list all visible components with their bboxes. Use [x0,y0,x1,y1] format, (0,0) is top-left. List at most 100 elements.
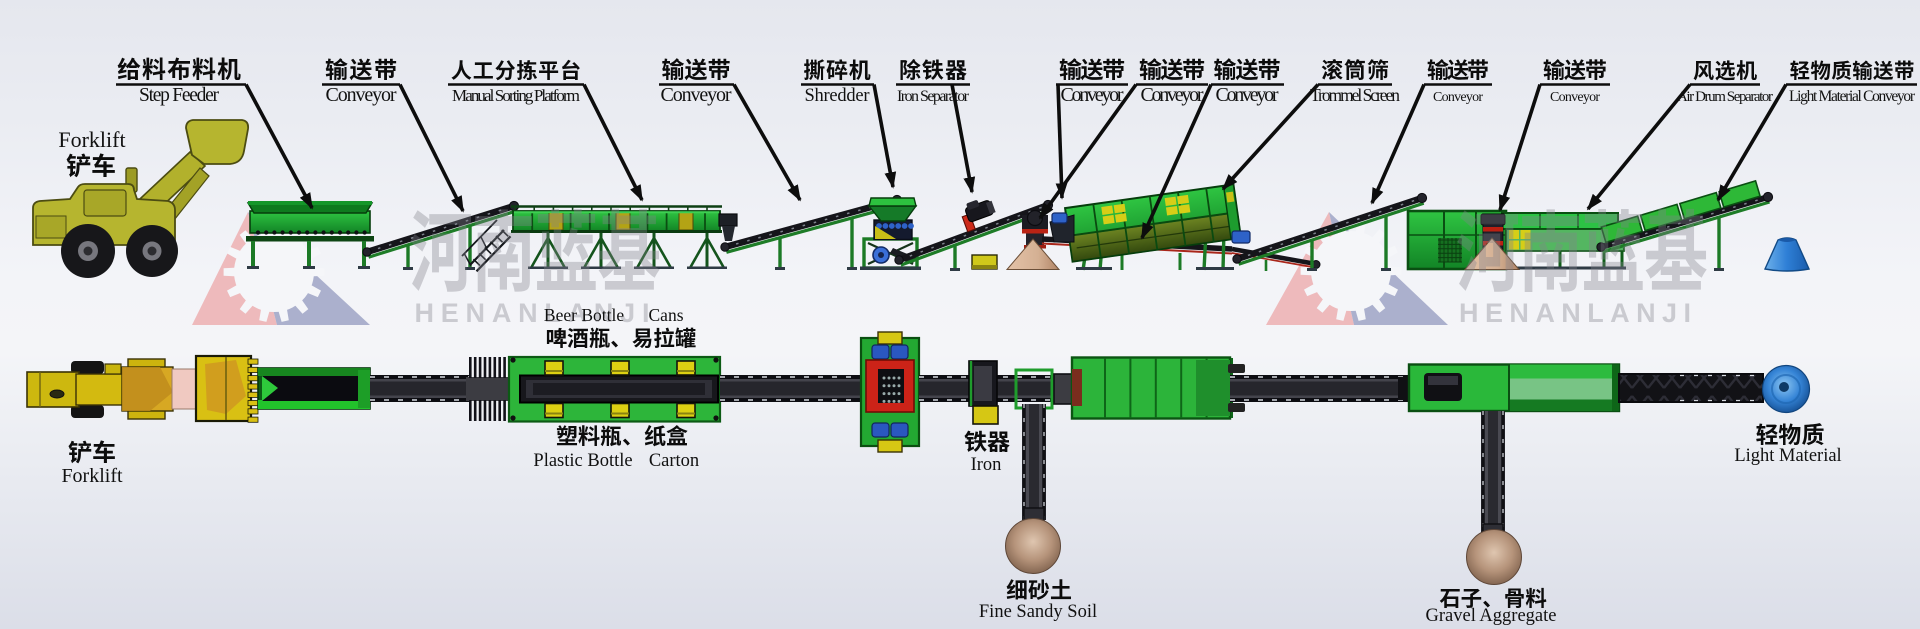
shredder-plan-part [871,344,890,360]
incline-conveyor-plan-part [478,400,482,421]
platform-ladder-part [463,253,472,267]
label-conveyor-4: 输送带 Conveyor [1136,51,1208,106]
conveyor-2-side-part [724,196,898,251]
fine-sand-cn: 细砂土 [1006,573,1072,605]
shredder-plan-part [892,376,896,380]
sorting-cabin-plan-part [610,402,630,419]
label-conveyor-6-en: Conveyor [1433,90,1483,105]
sorting-cabin-plan-part [533,383,705,395]
iron-separator-plan-part [972,405,999,425]
step-feeder-part-part [272,230,277,235]
manual-sorting-platform-side-part [705,237,726,269]
label-conveyor-3-cn: 输送带 [1059,51,1125,85]
air-separator-window-part [1520,240,1531,250]
label-iron-separator-en: Iron Separator [897,88,970,105]
step-feeder-part [255,230,367,235]
conveyor-2-side-part [720,242,730,252]
iron-separator-side-part [966,200,980,210]
feed-conveyor-plan-part [262,376,278,401]
sand-pile-side [1005,238,1061,270]
trommel-feed-part [1051,212,1068,224]
feed-conveyor-plan-part [262,376,362,401]
label-light-material-conveyor: 轻物质输送带 Light Material Conveyor [1786,54,1917,105]
forklift-side-part [83,246,93,256]
step-feeder-part [249,210,371,234]
incline-conveyor-plan-part [498,400,501,421]
step-feeder-part-part [354,230,359,235]
manual-sorting-platform-side-part [599,237,620,269]
sorting-cabin-plan-part [713,415,719,421]
step-feeder-part-part [264,230,269,235]
label-conveyor-1: 输送带 Conveyor [322,51,400,106]
label-shredder-cn: 撕碎机 [804,53,871,85]
label-manual-sorting-platform-cn: 人工分拣平台 [451,55,581,85]
trommel-screen-side-part-part-part [1101,205,1114,215]
shredder-side [860,197,921,270]
conveyor-3-side-part [894,255,904,265]
watermark-gear-icon-part [234,232,314,312]
manual-sorting-platform-side-part [634,266,674,269]
conveyor-2-side [720,194,903,270]
label-conveyor-5: 输送带 Conveyor [1211,51,1284,106]
manual-sorting-platform-side-part [718,213,738,227]
incline-conveyor-plan-part [488,357,492,378]
label-conveyor-2-en: Conveyor [661,84,732,106]
step-feeder-part-part [313,230,318,235]
air-drum-unit-part [1483,227,1503,232]
gravel-branch-part [1488,411,1498,536]
shredder-plan-part [887,399,891,403]
trommel-screen-side-part-part-part [1164,196,1177,207]
watermark-gear-icon [1300,221,1402,321]
trommel-screen-side-part-part [1164,194,1191,216]
air-separator-plan-part [1612,364,1619,411]
shredder-side-part-part [888,223,895,229]
sorting-cabin-plan-part [510,357,516,363]
feed-conveyor-plan [257,367,371,410]
trommel-screen-side-part-part [1148,196,1159,250]
sorting-cabin-plan-part [676,360,696,376]
sorting-cabin-plan-part [713,357,719,363]
air-separator-window [1509,230,1531,250]
forklift-plan-part [49,389,65,399]
cans-en: Cans [649,305,684,325]
manual-sorting-platform-side-part [582,237,603,269]
label-manual-sorting-platform: 人工分拣平台 Manual Sorting Platform [448,55,584,105]
label-gravel: 石子、骨料 Gravel Aggregate [1426,582,1557,626]
shredder-side-part-part [876,223,882,229]
label-iron-separator-cn: 除铁器 [899,53,967,85]
leader-conveyor-7 [1498,83,1542,212]
shredder-plan-part [882,392,886,396]
light-cone-part [1778,238,1796,242]
label-air-drum-separator: 风选机 Air Drum Separator [1677,55,1773,105]
label-beer-cans: Beer Bottle Cans 啤酒瓶、易拉罐 [544,305,696,353]
fine-sand-branch [1022,404,1046,523]
conveyor-3-side-part [950,268,960,271]
trommel-screen-side-part-part [1101,203,1127,225]
label-conveyor-2: 输送带 Conveyor [659,51,734,106]
gravel-branch [1481,411,1505,539]
label-fine-sand: 细砂土 Fine Sandy Soil [979,573,1097,622]
belt-plan-4 [1230,375,1425,402]
step-feeder-part-part [362,230,367,235]
label-light-material-conveyor-cn: 轻物质输送带 [1790,54,1915,84]
shredder-side-part [878,252,884,258]
gravel-pile [1466,529,1522,585]
platform-ladder-part [475,235,512,273]
forklift-plan-part [26,371,80,408]
beer-en: Beer Bottle [544,305,624,325]
fine-sand-branch-part [1029,404,1039,520]
manual-sorting-platform-side-part [678,212,694,231]
watermark-gear-icon-part [1336,306,1347,321]
trommel-screen-side-part-part-part [1114,213,1127,223]
platform-ladder [461,219,512,273]
trommel-discharge-belt-part [1231,246,1317,267]
watermark-text-left: 河南蓝基 HENANLANJI [409,183,661,328]
label-conveyor-5-en: Conveyor [1216,84,1279,106]
manual-sorting-platform-side-part [688,237,709,269]
carton-en: Carton [649,451,699,471]
label-light-material: 轻物质 Light Material [1734,416,1841,466]
belt-plan-1 [370,375,470,402]
label-conveyor-1-en: Conveyor [326,84,397,106]
watermark-gear-icon-part [1316,297,1331,313]
